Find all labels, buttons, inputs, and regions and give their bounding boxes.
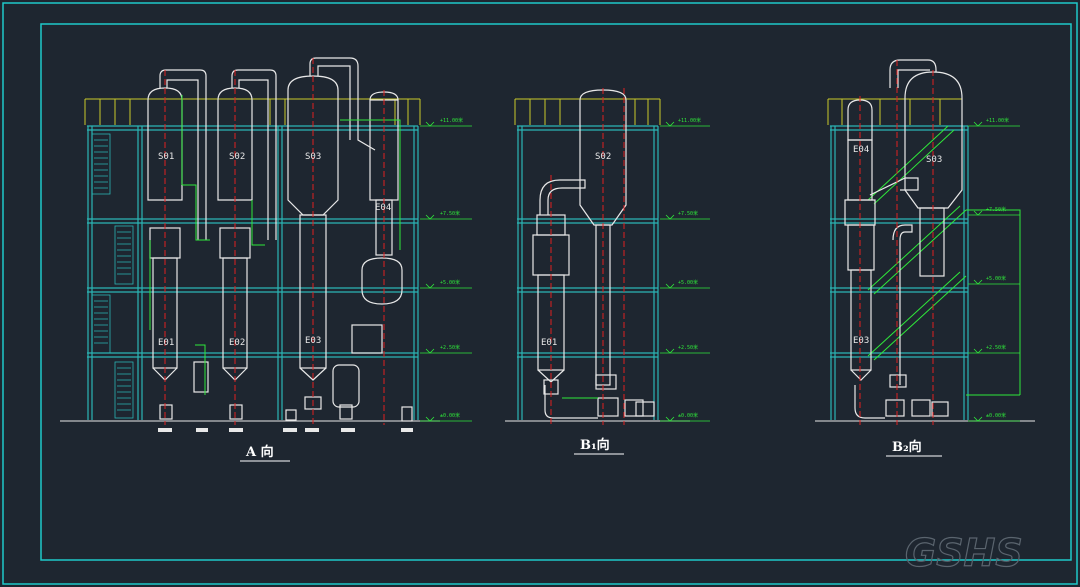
- elev-a-000: ±0.00米: [440, 412, 460, 419]
- label-b2-e03: E03: [853, 336, 869, 346]
- centerlines-b1: [550, 88, 625, 425]
- equipment-a: [147, 57, 413, 422]
- label-e02: E02: [229, 338, 245, 348]
- elev-b2-1100: +11.00米: [986, 117, 1009, 124]
- view-title-a: A 向: [245, 444, 274, 460]
- label-s03: S03: [305, 152, 321, 162]
- label-e03: E03: [305, 336, 321, 346]
- elev-b2-000: ±0.00米: [986, 412, 1006, 419]
- elev-b1-750: +7.50米: [678, 210, 698, 217]
- elev-ticks-b1: [660, 121, 710, 422]
- centerlines-a: [164, 58, 385, 425]
- elev-b2-500: +5.00米: [986, 275, 1006, 282]
- centerlines-b2: [859, 60, 934, 425]
- label-b1-e01: E01: [541, 338, 557, 348]
- elev-a-500: +5.00米: [440, 279, 460, 286]
- label-b1-s02: S02: [595, 152, 611, 162]
- diagonal-stairs-b2: [867, 125, 967, 361]
- view-a: S01 S02 S03 E04 E01 E02 E03 +11.00米 +7.5…: [60, 57, 472, 462]
- inner-border: [40, 23, 1072, 561]
- elev-a-250: +2.50米: [440, 344, 460, 351]
- dimension-b2: [966, 209, 1021, 396]
- pump-pads-a: [158, 428, 413, 432]
- structure-b1: [517, 125, 659, 420]
- label-e01: E01: [158, 338, 174, 348]
- equipment-b2: [844, 59, 963, 419]
- elev-b1-250: +2.50米: [678, 344, 698, 351]
- elev-b2-750: +7.50米: [986, 206, 1006, 213]
- label-s01: S01: [158, 152, 174, 162]
- label-b2-s03: S03: [926, 155, 942, 165]
- label-s02: S02: [229, 152, 245, 162]
- elev-a-1100: +11.00米: [440, 117, 463, 124]
- view-title-b2: B₂向: [892, 439, 922, 455]
- roof-railing-b1: [514, 98, 661, 125]
- elev-a-750: +7.50米: [440, 210, 460, 217]
- elev-ticks-b2: [968, 121, 1020, 422]
- label-e04: E04: [375, 203, 391, 213]
- watermark-logo: GSHS: [905, 531, 1023, 575]
- stairs-a: [91, 133, 134, 419]
- view-b1: S02 E01 +11.00米 +7.50米 +5.00米 +2.50米 ±0.…: [505, 88, 710, 455]
- elev-b1-500: +5.00米: [678, 279, 698, 286]
- piping-a: [149, 95, 401, 395]
- view-b2: E04 S03 E03 +11.00米 +7.50米 +5.00米 +2.50米…: [815, 59, 1035, 457]
- view-title-b1: B₁向: [580, 437, 610, 453]
- structure-b2: [830, 125, 969, 420]
- label-b2-e04: E04: [853, 145, 869, 155]
- elev-ticks-a: [420, 121, 472, 422]
- elev-b1-000: ±0.00米: [678, 412, 698, 419]
- elev-b1-1100: +11.00米: [678, 117, 701, 124]
- elev-b2-250: +2.50米: [986, 344, 1006, 351]
